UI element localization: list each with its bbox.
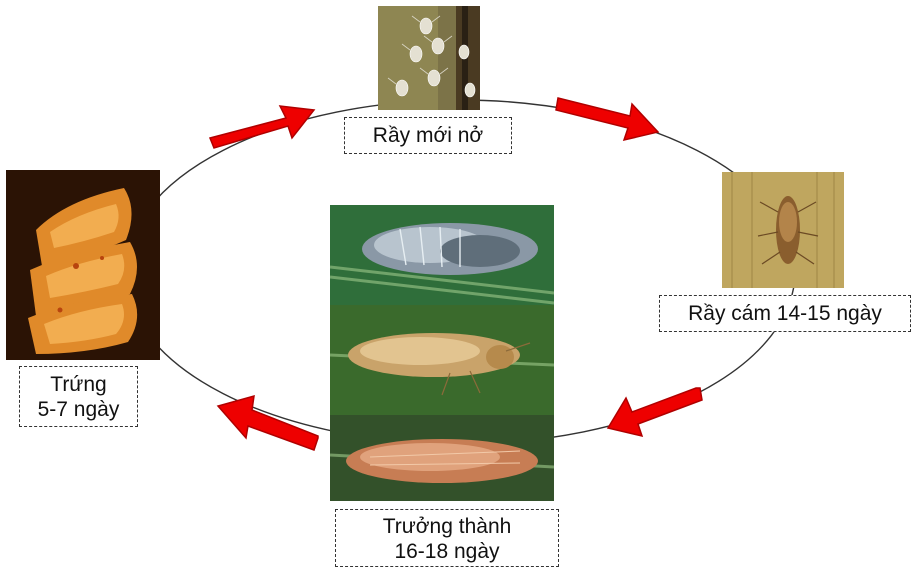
label-egg-line2: 5-7 ngày [20,397,137,422]
label-newly-hatched: Rầy mới nở [344,117,512,154]
photo-egg [6,170,160,360]
label-nymph-text: Rầy cám 14-15 ngày [660,301,910,326]
red-arrow-icon [604,380,704,442]
label-newly-hatched-text: Rầy mới nở [345,123,511,148]
red-arrow-icon [554,92,662,152]
label-adult: Trưởng thành 16-18 ngày [335,509,559,567]
label-adult-line2: 16-18 ngày [336,539,558,564]
label-adult-line1: Trưởng thành [336,514,558,539]
photo-newly-hatched [378,6,480,110]
photo-nymph [722,172,844,288]
label-egg-line1: Trứng [20,372,137,397]
red-arrow-icon [214,392,322,454]
red-arrow-icon [206,96,316,156]
label-nymph: Rầy cám 14-15 ngày [659,295,911,332]
label-egg: Trứng 5-7 ngày [19,366,138,427]
photo-adult-stack [330,205,554,501]
